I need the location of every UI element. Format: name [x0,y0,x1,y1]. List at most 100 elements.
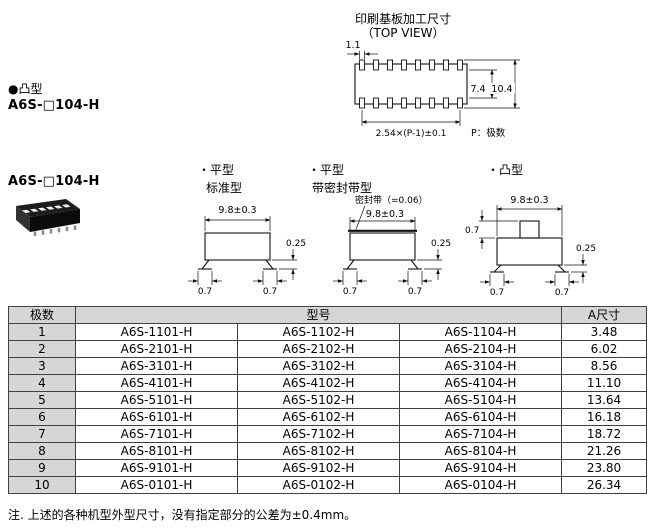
seal-tape-label: 密封带（=0.06） [355,194,428,206]
a-dim-cell: 3.48 [561,323,647,341]
poles-cell: 8 [8,442,76,460]
table-row: 3 A6S-3101-H A6S-3102-H A6S-3104-H 8.56 [8,357,647,375]
poles-cell: 2 [8,340,76,358]
model-cell: A6S-9101-H [75,459,238,477]
table-row: 8 A6S-8101-H A6S-8102-H A6S-8104-H 21.26 [8,442,647,460]
dim-standoff-label: 0.25 [286,239,306,249]
model-cell: A6S-1101-H [75,323,238,341]
dim-standoff-label: 0.25 [576,244,596,254]
poles-cell: 7 [8,425,76,443]
dim-foot-right-label: 0.7 [555,288,569,298]
poles-cell: 10 [8,476,76,494]
col-header-model: 型号 [75,306,562,324]
model-cell: A6S-9102-H [237,459,400,477]
model-cell: A6S-5102-H [237,391,400,409]
dim-foot-left-label: 0.7 [490,288,504,298]
model-cell: A6S-1104-H [399,323,562,341]
model-cell: A6S-4101-H [75,374,238,392]
model-cell: A6S-2102-H [237,340,400,358]
flat-standard-title-line2: 标准型 [206,181,243,195]
flat-standard-title-line1: ・平型 [198,163,235,177]
top-view-title-line2: （TOP VIEW） [361,26,445,40]
dim-inner-label: 7.4 [470,84,485,95]
poles-cell: 4 [8,374,76,392]
col-header-poles: 极数 [8,306,76,324]
a-dim-cell: 6.02 [561,340,647,358]
table-row: 2 A6S-2101-H A6S-2102-H A6S-2104-H 6.02 [8,340,647,358]
dim-width-label: 9.8±0.3 [510,195,548,206]
dim-foot-right-label: 0.7 [263,287,277,297]
dim-width-label: 9.8±0.3 [218,205,256,216]
a-dim-cell: 21.26 [561,442,647,460]
package-outline [490,220,569,273]
model-number-bottom: A6S-□104-H [8,174,100,189]
a-dim-cell: 8.56 [561,357,647,375]
raised-drawing: 9.8±0.3 0.7 0.25 0.7 0.7 [465,195,596,298]
package-outline [198,232,277,270]
a-dim-cell: 11.10 [561,374,647,392]
a-dim-cell: 26.34 [561,476,647,494]
dimension-lines [333,205,442,285]
table-row: 7 A6S-7101-H A6S-7102-H A6S-7104-H 18.72 [8,425,647,443]
dimension-lines [479,205,587,286]
table-row: 10 A6S-0101-H A6S-0102-H A6S-0104-H 26.3… [8,476,647,494]
poles-cell: 9 [8,459,76,477]
a-dim-cell: 18.72 [561,425,647,443]
model-cell: A6S-5101-H [75,391,238,409]
a-dim-cell: 16.18 [561,408,647,426]
footprint-body-outline [354,63,468,105]
model-cell: A6S-8101-H [75,442,238,460]
solder-pads [359,59,463,109]
dim-pitch-label: 2.54×(P-1)±0.1 [376,129,447,139]
table-row: 6 A6S-6101-H A6S-6102-H A6S-6104-H 16.18 [8,408,647,426]
dim-width-label: 9.8±0.3 [366,209,404,220]
model-cell: A6S-0101-H [75,476,238,494]
table-row: 4 A6S-4101-H A6S-4102-H A6S-4104-H 11.10 [8,374,647,392]
flat-sealed-title-line2: 带密封带型 [312,181,373,195]
package-outline [343,229,422,270]
raised-type-label: ●凸型 [8,82,43,96]
tolerance-footnote: 注. 上述的各种机型外型尺寸，没有指定部分的公差为±0.4mm。 [8,508,357,522]
model-cell: A6S-2104-H [399,340,562,358]
poles-cell: 1 [8,323,76,341]
table-row: 9 A6S-9101-H A6S-9102-H A6S-9104-H 23.80 [8,459,647,477]
poles-cell: 3 [8,357,76,375]
model-cell: A6S-8102-H [237,442,400,460]
model-cell: A6S-4102-H [237,374,400,392]
poles-cell: 5 [8,391,76,409]
pole-count-note: P：极数 [471,127,506,139]
table-header-row: 极数 型号 A尺寸 [8,306,647,324]
model-cell: A6S-2101-H [75,340,238,358]
flat-sealed-drawing: 密封带（=0.06） 9.8±0.3 0.25 0.7 0.7 [333,194,451,297]
flat-sealed-title-line1: ・平型 [308,163,345,177]
dim-bump-label: 0.7 [465,226,479,236]
model-number-top: A6S-□104-H [8,98,100,113]
model-cell: A6S-3102-H [237,357,400,375]
dim-standoff-label: 0.25 [431,239,451,249]
model-cell: A6S-4104-H [399,374,562,392]
model-cell: A6S-1102-H [237,323,400,341]
model-cell: A6S-6101-H [75,408,238,426]
model-cell: A6S-0104-H [399,476,562,494]
raised-title: ・凸型 [487,163,524,177]
model-cell: A6S-8104-H [399,442,562,460]
top-view-title: 印刷基板加工尺寸 （TOP VIEW） [348,12,458,40]
dim-foot-left-label: 0.7 [343,287,357,297]
top-view-title-line1: 印刷基板加工尺寸 [354,12,451,26]
model-cell: A6S-9104-H [399,459,562,477]
switch-pins [33,225,77,236]
table-row: 1 A6S-1101-H A6S-1102-H A6S-1104-H 3.48 [8,323,647,341]
model-cell: A6S-7104-H [399,425,562,443]
a-dim-cell: 13.64 [561,391,647,409]
dim-pad-width-label: 1.1 [345,40,360,51]
spec-table: 极数 型号 A尺寸 1 A6S-1101-H A6S-1102-H A6S-11… [8,306,647,494]
a-dim-cell: 23.80 [561,459,647,477]
model-cell: A6S-7102-H [237,425,400,443]
model-cell: A6S-6104-H [399,408,562,426]
model-cell: A6S-5104-H [399,391,562,409]
model-cell: A6S-6102-H [237,408,400,426]
flat-standard-drawing: 9.8±0.3 0.25 0.7 0.7 [188,205,306,297]
model-cell: A6S-3104-H [399,357,562,375]
dim-foot-left-label: 0.7 [198,287,212,297]
